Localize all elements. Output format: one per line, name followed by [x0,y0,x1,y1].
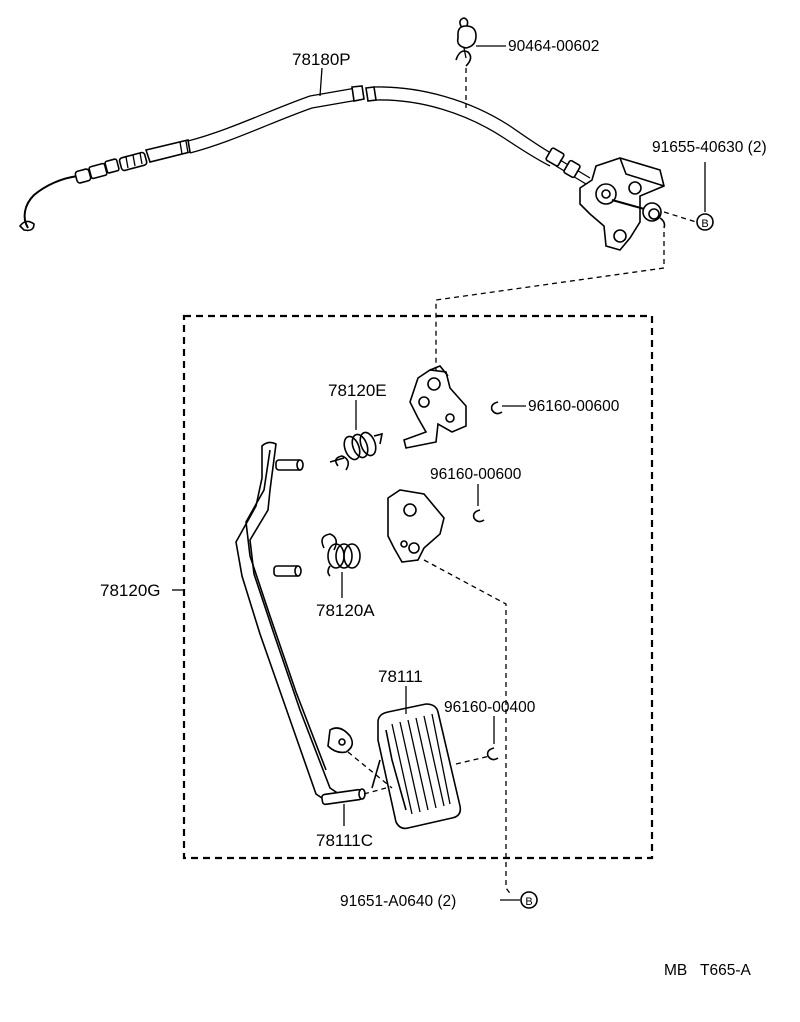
label-spring-a: 78120A [316,601,375,620]
pedal-arm [235,441,354,800]
leader-cable [319,67,323,97]
label-ering-1: 96160-00600 [528,398,620,415]
label-ering-2: 96160-00600 [430,466,522,483]
leader-bolt-top-dash [663,211,697,223]
pedal-lever-plate [387,489,445,563]
leader-assembly-link [435,232,665,370]
throttle-cable [18,85,591,232]
pedal-pin [321,788,366,806]
e-ring-upper [490,401,503,415]
leader-lever-to-bolt [423,559,513,897]
svg-text:B: B [525,896,532,908]
label-spring-e: 78120E [328,381,387,400]
label-pad: 78111 [378,667,423,686]
cable-clip: 90464-00602 [455,17,599,108]
label-bolt-bottom: 91651-A0640 (2) [340,893,456,910]
ref-code-right: T665-A [700,962,751,979]
pedal-pad [371,703,462,830]
return-spring-a [321,533,361,577]
ref-code-left: MB [664,962,687,979]
pedal-assembly-box [182,314,654,860]
reference-marker-b-bottom: B [520,891,538,909]
e-ring-middle [472,509,485,523]
label-ering-3: 96160-00400 [444,699,536,716]
leader-pin-axis [363,787,387,795]
leader-pad-axis [347,751,393,789]
label-clip-top: 90464-00602 [508,38,599,55]
reference-marker-b-top: B [696,213,714,231]
label-pin: 78111C [316,831,373,850]
label-cable: 78180P [292,50,351,69]
e-ring-lower [486,747,499,761]
label-bolt-top: 91655-40630 (2) [652,139,767,156]
pedal-support-bracket [403,365,467,449]
return-spring-e [329,431,384,471]
svg-text:B: B [701,218,708,230]
cable-bracket [579,157,666,251]
label-pedal-arm: 78120G [100,581,161,600]
leader-pad-ering [455,755,491,765]
